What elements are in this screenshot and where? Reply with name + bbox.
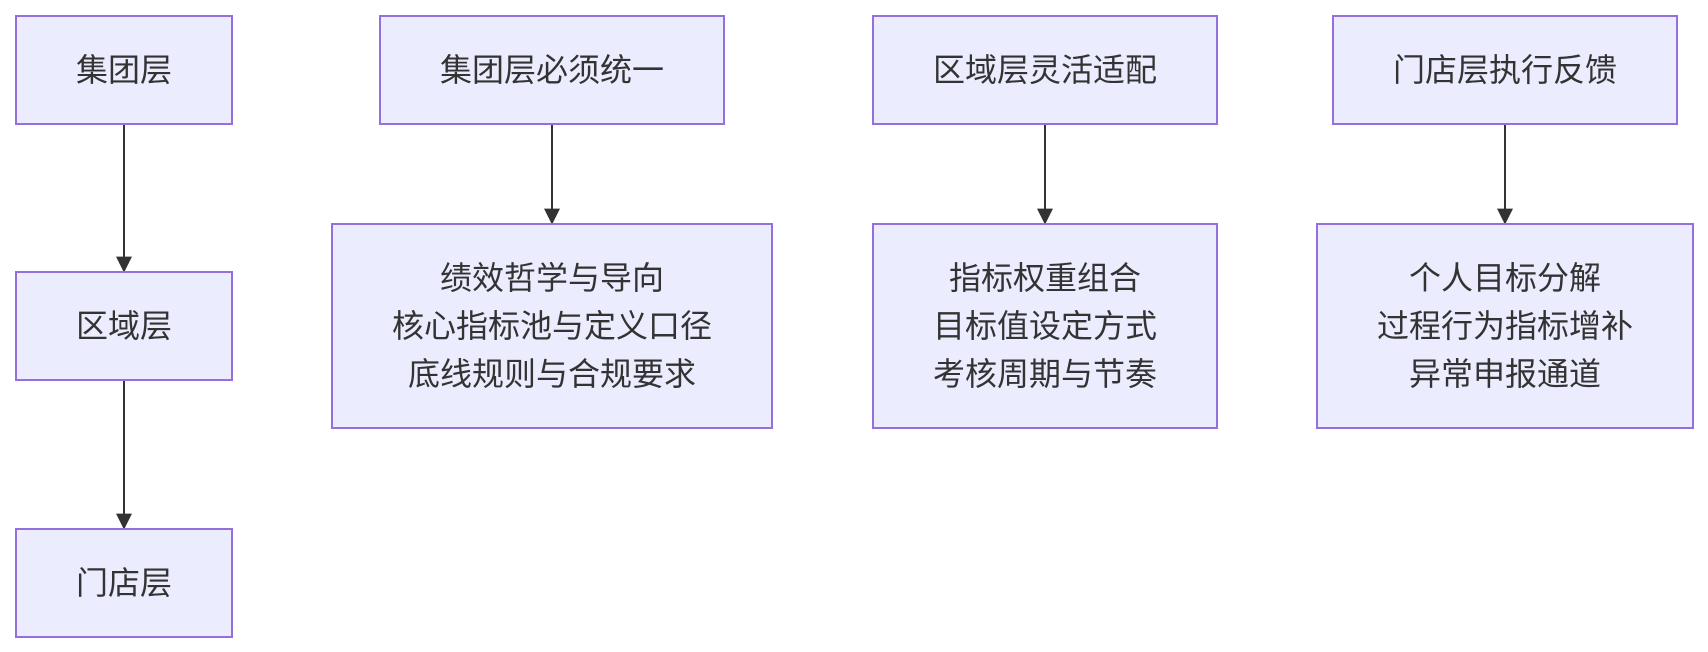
node-region-layer-label: 区域层 [75, 307, 172, 345]
region-item: 目标值设定方式 [932, 307, 1157, 345]
group-item: 底线规则与合规要求 [407, 355, 696, 393]
node-region-layer: 区域层 [15, 271, 233, 381]
node-group-layer-label: 集团层 [75, 51, 172, 89]
group-item: 核心指标池与定义口径 [391, 307, 712, 345]
node-store-header-label: 门店层执行反馈 [1392, 51, 1617, 89]
store-item: 异常申报通道 [1408, 355, 1601, 393]
node-store-layer-label: 门店层 [75, 564, 172, 602]
node-region-header: 区域层灵活适配 [872, 15, 1218, 125]
region-item: 指标权重组合 [948, 259, 1141, 297]
node-region-items: 指标权重组合 目标值设定方式 考核周期与节奏 [872, 223, 1218, 429]
store-item: 过程行为指标增补 [1376, 307, 1633, 345]
node-store-layer: 门店层 [15, 528, 233, 638]
node-store-header: 门店层执行反馈 [1332, 15, 1678, 125]
store-item: 个人目标分解 [1408, 259, 1601, 297]
node-region-header-label: 区域层灵活适配 [932, 51, 1157, 89]
group-item: 绩效哲学与导向 [439, 259, 664, 297]
node-group-items: 绩效哲学与导向 核心指标池与定义口径 底线规则与合规要求 [331, 223, 773, 429]
node-store-items: 个人目标分解 过程行为指标增补 异常申报通道 [1316, 223, 1694, 429]
node-group-header-label: 集团层必须统一 [439, 51, 664, 89]
node-group-header: 集团层必须统一 [379, 15, 725, 125]
region-item: 考核周期与节奏 [932, 355, 1157, 393]
node-group-layer: 集团层 [15, 15, 233, 125]
